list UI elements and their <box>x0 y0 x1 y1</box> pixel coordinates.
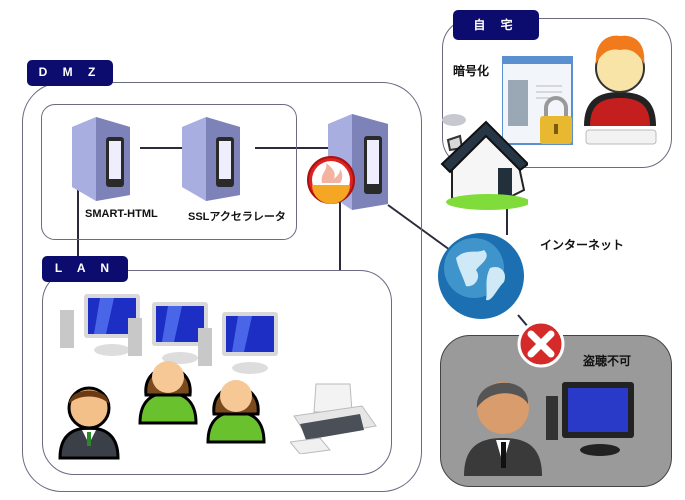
male-user-icon <box>56 380 122 460</box>
eavesdropper-user-icon <box>462 368 544 478</box>
link-fw-internet <box>387 204 451 251</box>
firewall-icon <box>306 155 356 205</box>
server-group <box>41 104 297 240</box>
home-zone <box>442 18 672 168</box>
smart-html-label: SMART-HTML <box>85 208 158 220</box>
home-tag: 自 宅 <box>453 10 539 40</box>
server-icon <box>70 115 142 201</box>
ssl-accelerator-label: SSLアクセラレータ <box>188 211 286 223</box>
globe-icon <box>436 228 526 324</box>
blocked-x-icon <box>517 320 565 368</box>
user-at-keyboard-icon <box>580 30 660 148</box>
female-user-icon <box>138 345 198 425</box>
desktop-pc-icon <box>128 300 218 370</box>
server-icon <box>326 112 398 212</box>
internet-label: インターネット <box>540 238 625 252</box>
dmz-zone <box>22 82 422 492</box>
house-icon <box>438 112 530 212</box>
lan-tag: L A N <box>42 256 128 282</box>
server-icon <box>180 115 252 201</box>
printer-icon <box>289 382 380 455</box>
eavesdrop-label: 盗聴不可 <box>583 354 632 368</box>
desktop-pc-icon <box>60 292 150 362</box>
lan-zone <box>42 270 392 475</box>
monitor-icon <box>546 380 636 460</box>
desktop-pc-icon <box>198 310 288 380</box>
dmz-tag: D M Z <box>27 60 113 86</box>
encryption-label: 暗号化 <box>453 64 490 78</box>
lock-document-icon <box>501 55 574 148</box>
female-user-icon <box>206 364 266 444</box>
